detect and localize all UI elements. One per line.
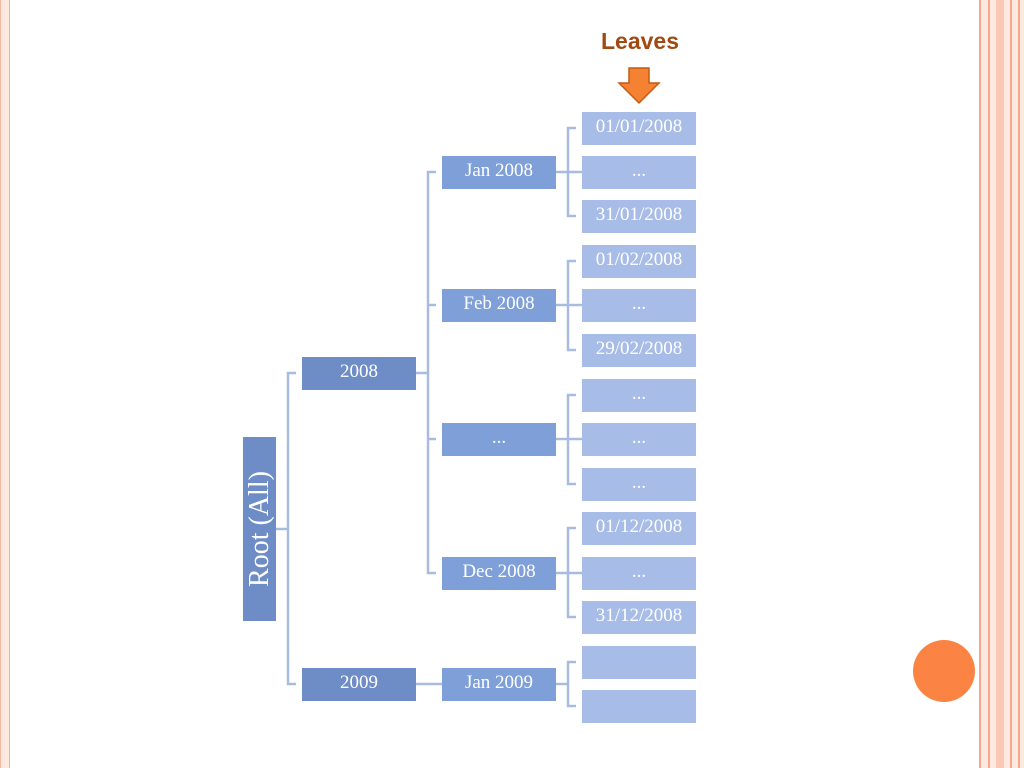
leaf-node: ... — [582, 557, 696, 590]
month-node-jan-2008: Jan 2008 — [442, 156, 556, 189]
leaf-node: 31/12/2008 — [582, 601, 696, 634]
month-node-ellipsis: ... — [442, 423, 556, 456]
leaf-node: ... — [582, 289, 696, 322]
leaf-node: 29/02/2008 — [582, 334, 696, 367]
leaf-node: ... — [582, 156, 696, 189]
right-frame-stripe — [996, 0, 1004, 768]
root-label: Root (All) — [243, 471, 275, 587]
year-node-2009: 2009 — [302, 668, 416, 701]
left-frame-border — [0, 0, 10, 768]
year-node-2008: 2008 — [302, 357, 416, 390]
leaf-node: ... — [582, 468, 696, 501]
leaf-node: ... — [582, 379, 696, 412]
month-node-dec-2008: Dec 2008 — [442, 557, 556, 590]
leaf-node: 01/02/2008 — [582, 245, 696, 278]
leaf-node-empty — [582, 646, 696, 679]
leaf-node: 31/01/2008 — [582, 200, 696, 233]
leaf-node: 01/12/2008 — [582, 512, 696, 545]
orange-dot-decoration — [913, 640, 975, 702]
leaf-node: 01/01/2008 — [582, 112, 696, 145]
leaves-title: Leaves — [600, 28, 679, 54]
leaf-node: ... — [582, 423, 696, 456]
right-frame-stripe — [1010, 0, 1012, 768]
root-node: Root (All) — [243, 437, 276, 621]
month-node-jan-2009: Jan 2009 — [442, 668, 556, 701]
leaf-node-empty — [582, 690, 696, 723]
right-frame-stripe — [1018, 0, 1020, 768]
right-frame-stripe — [979, 0, 981, 768]
down-arrow-icon — [617, 67, 661, 105]
month-node-feb-2008: Feb 2008 — [442, 289, 556, 322]
right-frame-stripe — [988, 0, 990, 768]
